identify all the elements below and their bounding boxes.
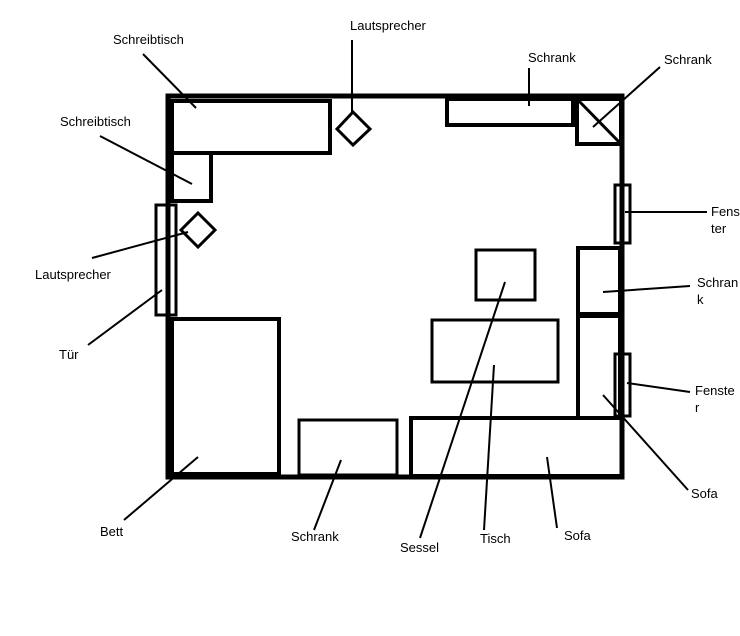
cabinet-top bbox=[445, 97, 575, 127]
label-schrank-right-2: k bbox=[697, 292, 704, 307]
desk-top bbox=[170, 99, 332, 155]
label-sessel: Sessel bbox=[400, 540, 439, 555]
label-lautsprecher-top: Lautsprecher bbox=[350, 18, 427, 33]
speaker-top bbox=[334, 109, 373, 148]
label-fenster-bottom-2: r bbox=[695, 400, 700, 415]
label-fenster-bottom-1: Fenste bbox=[695, 383, 735, 398]
cabinet-bottom bbox=[297, 418, 399, 477]
label-tisch: Tisch bbox=[480, 531, 511, 546]
cabinet-corner bbox=[575, 97, 623, 146]
speaker-left bbox=[178, 210, 218, 250]
sofa-bottom bbox=[409, 416, 624, 478]
leader-lines bbox=[87, 40, 707, 539]
desk-left bbox=[170, 151, 213, 203]
bed bbox=[170, 317, 281, 476]
label-schreibtisch-left: Schreibtisch bbox=[60, 114, 131, 129]
label-sofa-right: Sofa bbox=[691, 486, 719, 501]
window-top bbox=[613, 183, 632, 245]
label-schrank-top: Schrank bbox=[528, 50, 576, 65]
label-tuer: Tür bbox=[59, 347, 79, 362]
label-fenster-top-2: ter bbox=[711, 221, 727, 236]
label-schreibtisch-top: Schreibtisch bbox=[113, 32, 184, 47]
table bbox=[430, 318, 560, 384]
label-fenster-top-1: Fens bbox=[711, 204, 740, 219]
cabinet-right bbox=[576, 246, 622, 316]
label-schrank-right-1: Schran bbox=[697, 275, 738, 290]
label-lautsprecher-left: Lautsprecher bbox=[35, 267, 112, 282]
armchair bbox=[474, 248, 537, 302]
label-bett: Bett bbox=[100, 524, 124, 539]
label-sofa-bottom: Sofa bbox=[564, 528, 592, 543]
label-schrank-corner: Schrank bbox=[664, 52, 712, 67]
door bbox=[154, 203, 178, 317]
label-schrank-bottom: Schrank bbox=[291, 529, 339, 544]
